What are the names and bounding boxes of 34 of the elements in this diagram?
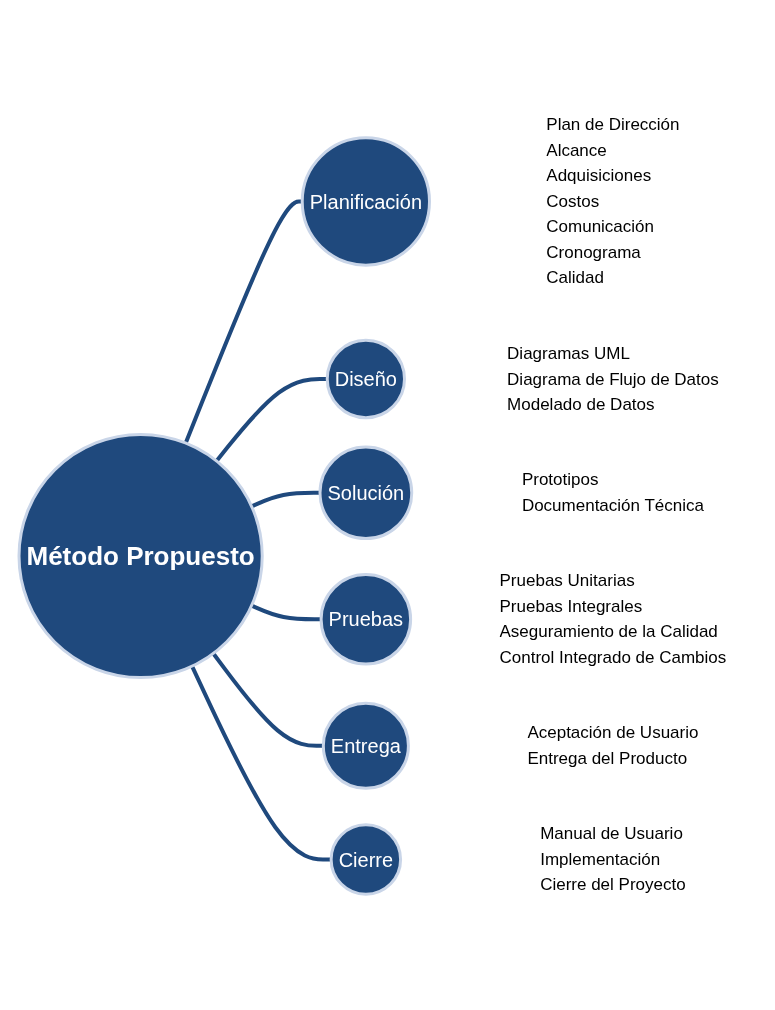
node-label: Diagrama de Flujo de Datos	[506, 369, 719, 389]
node-label: Cronograma	[546, 242, 641, 262]
node-label: Costos	[546, 191, 600, 211]
node-label: Entrega del Producto	[527, 748, 687, 768]
node-label: Pruebas Unitarias	[499, 571, 635, 591]
connector	[211, 652, 324, 748]
node-label: Modelado de Datos	[506, 394, 655, 414]
node-circle: Pruebas	[319, 573, 412, 666]
connector	[190, 665, 331, 862]
node-label: Pruebas Integrales	[499, 596, 643, 616]
node-label: Aceptación de Usuario	[527, 723, 699, 743]
connector	[250, 603, 321, 622]
connector	[183, 199, 303, 444]
connector	[250, 490, 320, 509]
node-label: Prototipos	[521, 470, 599, 490]
node-label: Calidad	[546, 268, 604, 288]
node-label: Alcance	[546, 140, 607, 160]
node-label: Implementación	[540, 849, 661, 869]
node-label: Adquisiciones	[546, 166, 652, 186]
node-label: Aseguramiento de la Calidad	[499, 622, 718, 642]
node-label: Manual de Usuario	[540, 824, 683, 844]
node-label: Comunicación	[546, 217, 654, 237]
node-label: Control Integrado de Cambios	[499, 647, 727, 667]
node-label: Documentación Técnica	[521, 495, 704, 515]
node-circle: Diseño	[325, 338, 406, 420]
connector	[214, 377, 328, 463]
node-circle: Entrega	[321, 701, 410, 790]
node-label: Diagramas UML	[506, 343, 630, 363]
node-circle: Método Propuesto	[17, 432, 264, 680]
node-circle: Planificación	[300, 136, 431, 267]
node-circle: Cierre	[329, 823, 402, 896]
node-circle: Solución	[318, 445, 414, 541]
node-label: Plan de Dirección	[546, 115, 680, 135]
node-label: Cierre del Proyecto	[540, 875, 686, 895]
